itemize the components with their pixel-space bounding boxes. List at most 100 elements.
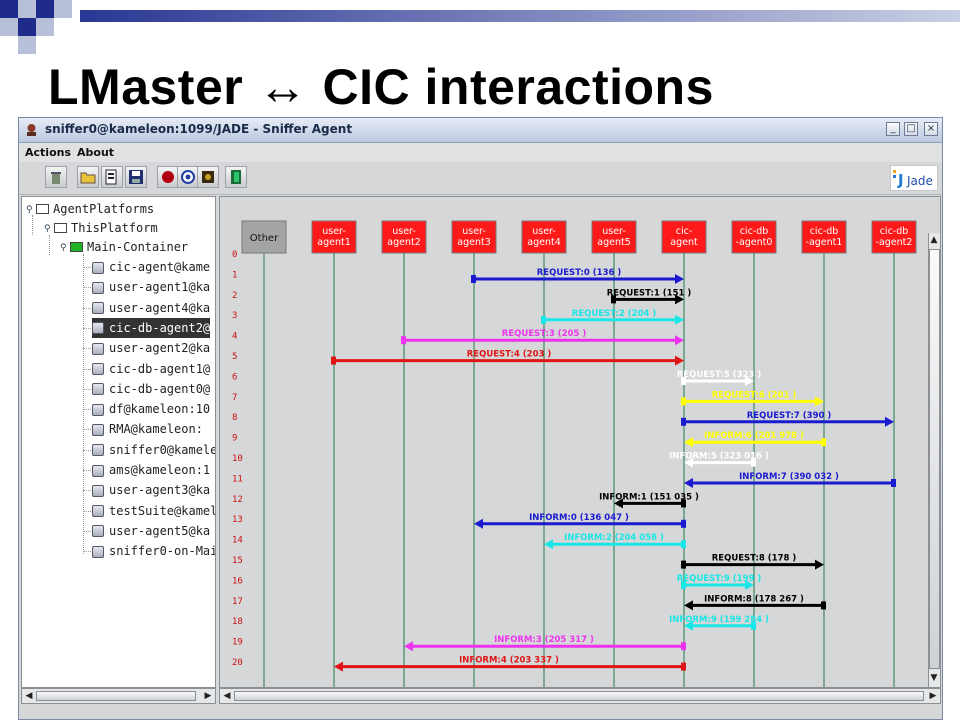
window-titlebar[interactable]: sniffer0@kameleon:1099/JADE - Sniffer Ag… <box>19 118 942 143</box>
menu-about[interactable]: About <box>77 146 115 159</box>
agent-tree-item[interactable]: ams@kameleon:1 <box>83 460 211 480</box>
open-snapshot-button[interactable] <box>77 166 99 188</box>
open-snapshot-icon <box>80 172 96 184</box>
message-label: REQUEST:5 (323 ) <box>677 370 762 380</box>
agent-box-label: cic-db <box>880 226 909 237</box>
agent-box-label: cic-db <box>740 226 769 237</box>
canvas-vertical-scrollbar[interactable]: ▲ ▼ <box>928 233 940 687</box>
scroll-thumb[interactable] <box>36 691 196 701</box>
close-button[interactable]: × <box>924 122 938 136</box>
agent-box-label: agent2 <box>387 237 421 248</box>
minimize-button[interactable]: _ <box>886 122 900 136</box>
message-arrowhead <box>745 580 754 590</box>
agent-box[interactable] <box>731 220 777 254</box>
agent-tree-label: ams@kameleon:1 <box>109 463 211 477</box>
agent-tree-label: cic-db-agent1@ <box>109 361 211 376</box>
maximize-button[interactable]: □ <box>904 122 918 136</box>
message-source-marker <box>471 275 476 283</box>
agent-box-label: user- <box>462 226 486 237</box>
tree-horizontal-scrollbar[interactable]: ◀ ▶ <box>21 688 216 704</box>
agent-box[interactable] <box>591 220 637 254</box>
agent-tree-item[interactable]: cic-agent@kame <box>83 257 211 277</box>
agent-tree-label: user-agent4@ka <box>109 300 211 315</box>
scroll-right-icon[interactable]: ▶ <box>204 691 212 701</box>
agent-tree-item[interactable]: user-agent2@ka <box>83 338 211 358</box>
agent-icon <box>92 444 104 457</box>
message-button[interactable] <box>177 166 199 188</box>
message-source-marker <box>681 662 686 671</box>
agent-tree-item[interactable]: user-agent3@ka <box>83 480 210 500</box>
agent-box[interactable] <box>311 220 357 254</box>
scroll-right-icon[interactable]: ▶ <box>929 691 937 701</box>
agent-box-label: agent4 <box>527 237 561 248</box>
agent-tree-label: cic-agent@kame <box>109 260 211 274</box>
agent-tree-item[interactable]: cic-db-agent2@ <box>83 317 211 338</box>
menu-actions[interactable]: Actions <box>25 146 71 159</box>
expand-icon[interactable]: ⚲ <box>26 204 33 215</box>
agent-tree-label: sniffer0@kamele <box>109 442 216 457</box>
slide-title: LMaster ↔ CIC interactions <box>48 59 714 115</box>
sniffer-window: sniffer0@kameleon:1099/JADE - Sniffer Ag… <box>18 117 943 720</box>
scroll-thumb[interactable] <box>234 691 924 701</box>
message-source-marker <box>751 621 756 630</box>
agent-icon <box>92 322 104 335</box>
agent-tree-item[interactable]: df@kameleon:10 <box>83 399 210 419</box>
stop-icon <box>162 171 174 183</box>
agent-tree-item[interactable]: cic-db-agent1@ <box>83 359 211 379</box>
message-label: INFORM:7 (390 032 ) <box>739 472 839 482</box>
expand-icon[interactable]: ⚲ <box>44 223 51 234</box>
tree-node-main-container[interactable]: ⚲Main-Container <box>60 237 188 257</box>
agent-tree-item[interactable]: cic-db-agent0@ <box>83 379 210 399</box>
message-source-marker <box>401 336 406 345</box>
message-arrowhead <box>675 314 684 325</box>
agent-tree-item[interactable]: user-agent5@ka <box>83 521 210 541</box>
save-snapshot-button[interactable] <box>125 166 147 188</box>
agent-box[interactable] <box>871 220 917 254</box>
agent-box[interactable] <box>801 220 847 254</box>
agent-tree-item[interactable]: user-agent1@ka <box>83 277 210 297</box>
message-arrowhead <box>675 274 684 284</box>
agent-tree-item[interactable]: testSuite@kamele <box>83 501 215 521</box>
scroll-up-icon[interactable]: ▲ <box>930 235 938 245</box>
agent-icon <box>92 342 104 355</box>
stop-button[interactable] <box>157 166 179 188</box>
agent-box-label: user- <box>392 226 416 237</box>
message-label: REQUEST:4 (203 ) <box>467 350 552 360</box>
exit-button[interactable] <box>225 166 247 188</box>
agent-icon <box>92 423 104 436</box>
agent-tree-label: user-agent2@ka <box>109 341 211 356</box>
agent-icon <box>92 484 104 497</box>
agent-tree-item[interactable]: RMA@kameleon: <box>83 419 203 439</box>
agent-box[interactable] <box>241 220 287 254</box>
message-label: REQUEST:1 (151 ) <box>607 288 692 298</box>
agent-icon <box>92 383 104 396</box>
tree-node-agentplatforms[interactable]: ⚲AgentPlatforms <box>26 199 154 219</box>
scroll-thumb[interactable] <box>929 249 940 669</box>
clear-canvas-button[interactable] <box>45 166 67 188</box>
agent-icon <box>92 525 104 538</box>
agent-tree-item[interactable]: sniffer0-on-Main <box>83 541 215 561</box>
agent-box[interactable] <box>381 220 427 254</box>
message-arrowhead <box>815 559 824 570</box>
agent-icon <box>92 302 104 315</box>
row-number: 19 <box>232 638 243 648</box>
folder-icon <box>36 203 49 214</box>
expand-icon[interactable]: ⚲ <box>60 242 67 253</box>
agent-box[interactable] <box>521 220 567 254</box>
agent-box[interactable] <box>451 220 497 254</box>
display-button[interactable] <box>197 166 219 188</box>
agent-box-label: -agent0 <box>736 237 773 248</box>
agent-box[interactable] <box>661 220 707 254</box>
scroll-left-icon[interactable]: ◀ <box>223 691 231 701</box>
row-number: 9 <box>232 434 237 444</box>
scroll-left-icon[interactable]: ◀ <box>25 691 33 701</box>
agent-tree-item[interactable]: sniffer0@kamele <box>83 440 216 460</box>
write-messages-button[interactable] <box>101 166 123 188</box>
canvas-horizontal-scrollbar[interactable]: ◀ ▶ <box>219 688 941 704</box>
scroll-down-icon[interactable]: ▼ <box>930 673 938 683</box>
tree-node-thisplatform[interactable]: ⚲ThisPlatform <box>44 218 158 238</box>
message-label: INFORM:2 (204 058 ) <box>564 533 664 543</box>
jade-logo-icon: J Jade <box>893 170 933 189</box>
agent-tree-item[interactable]: user-agent4@ka <box>83 298 211 318</box>
